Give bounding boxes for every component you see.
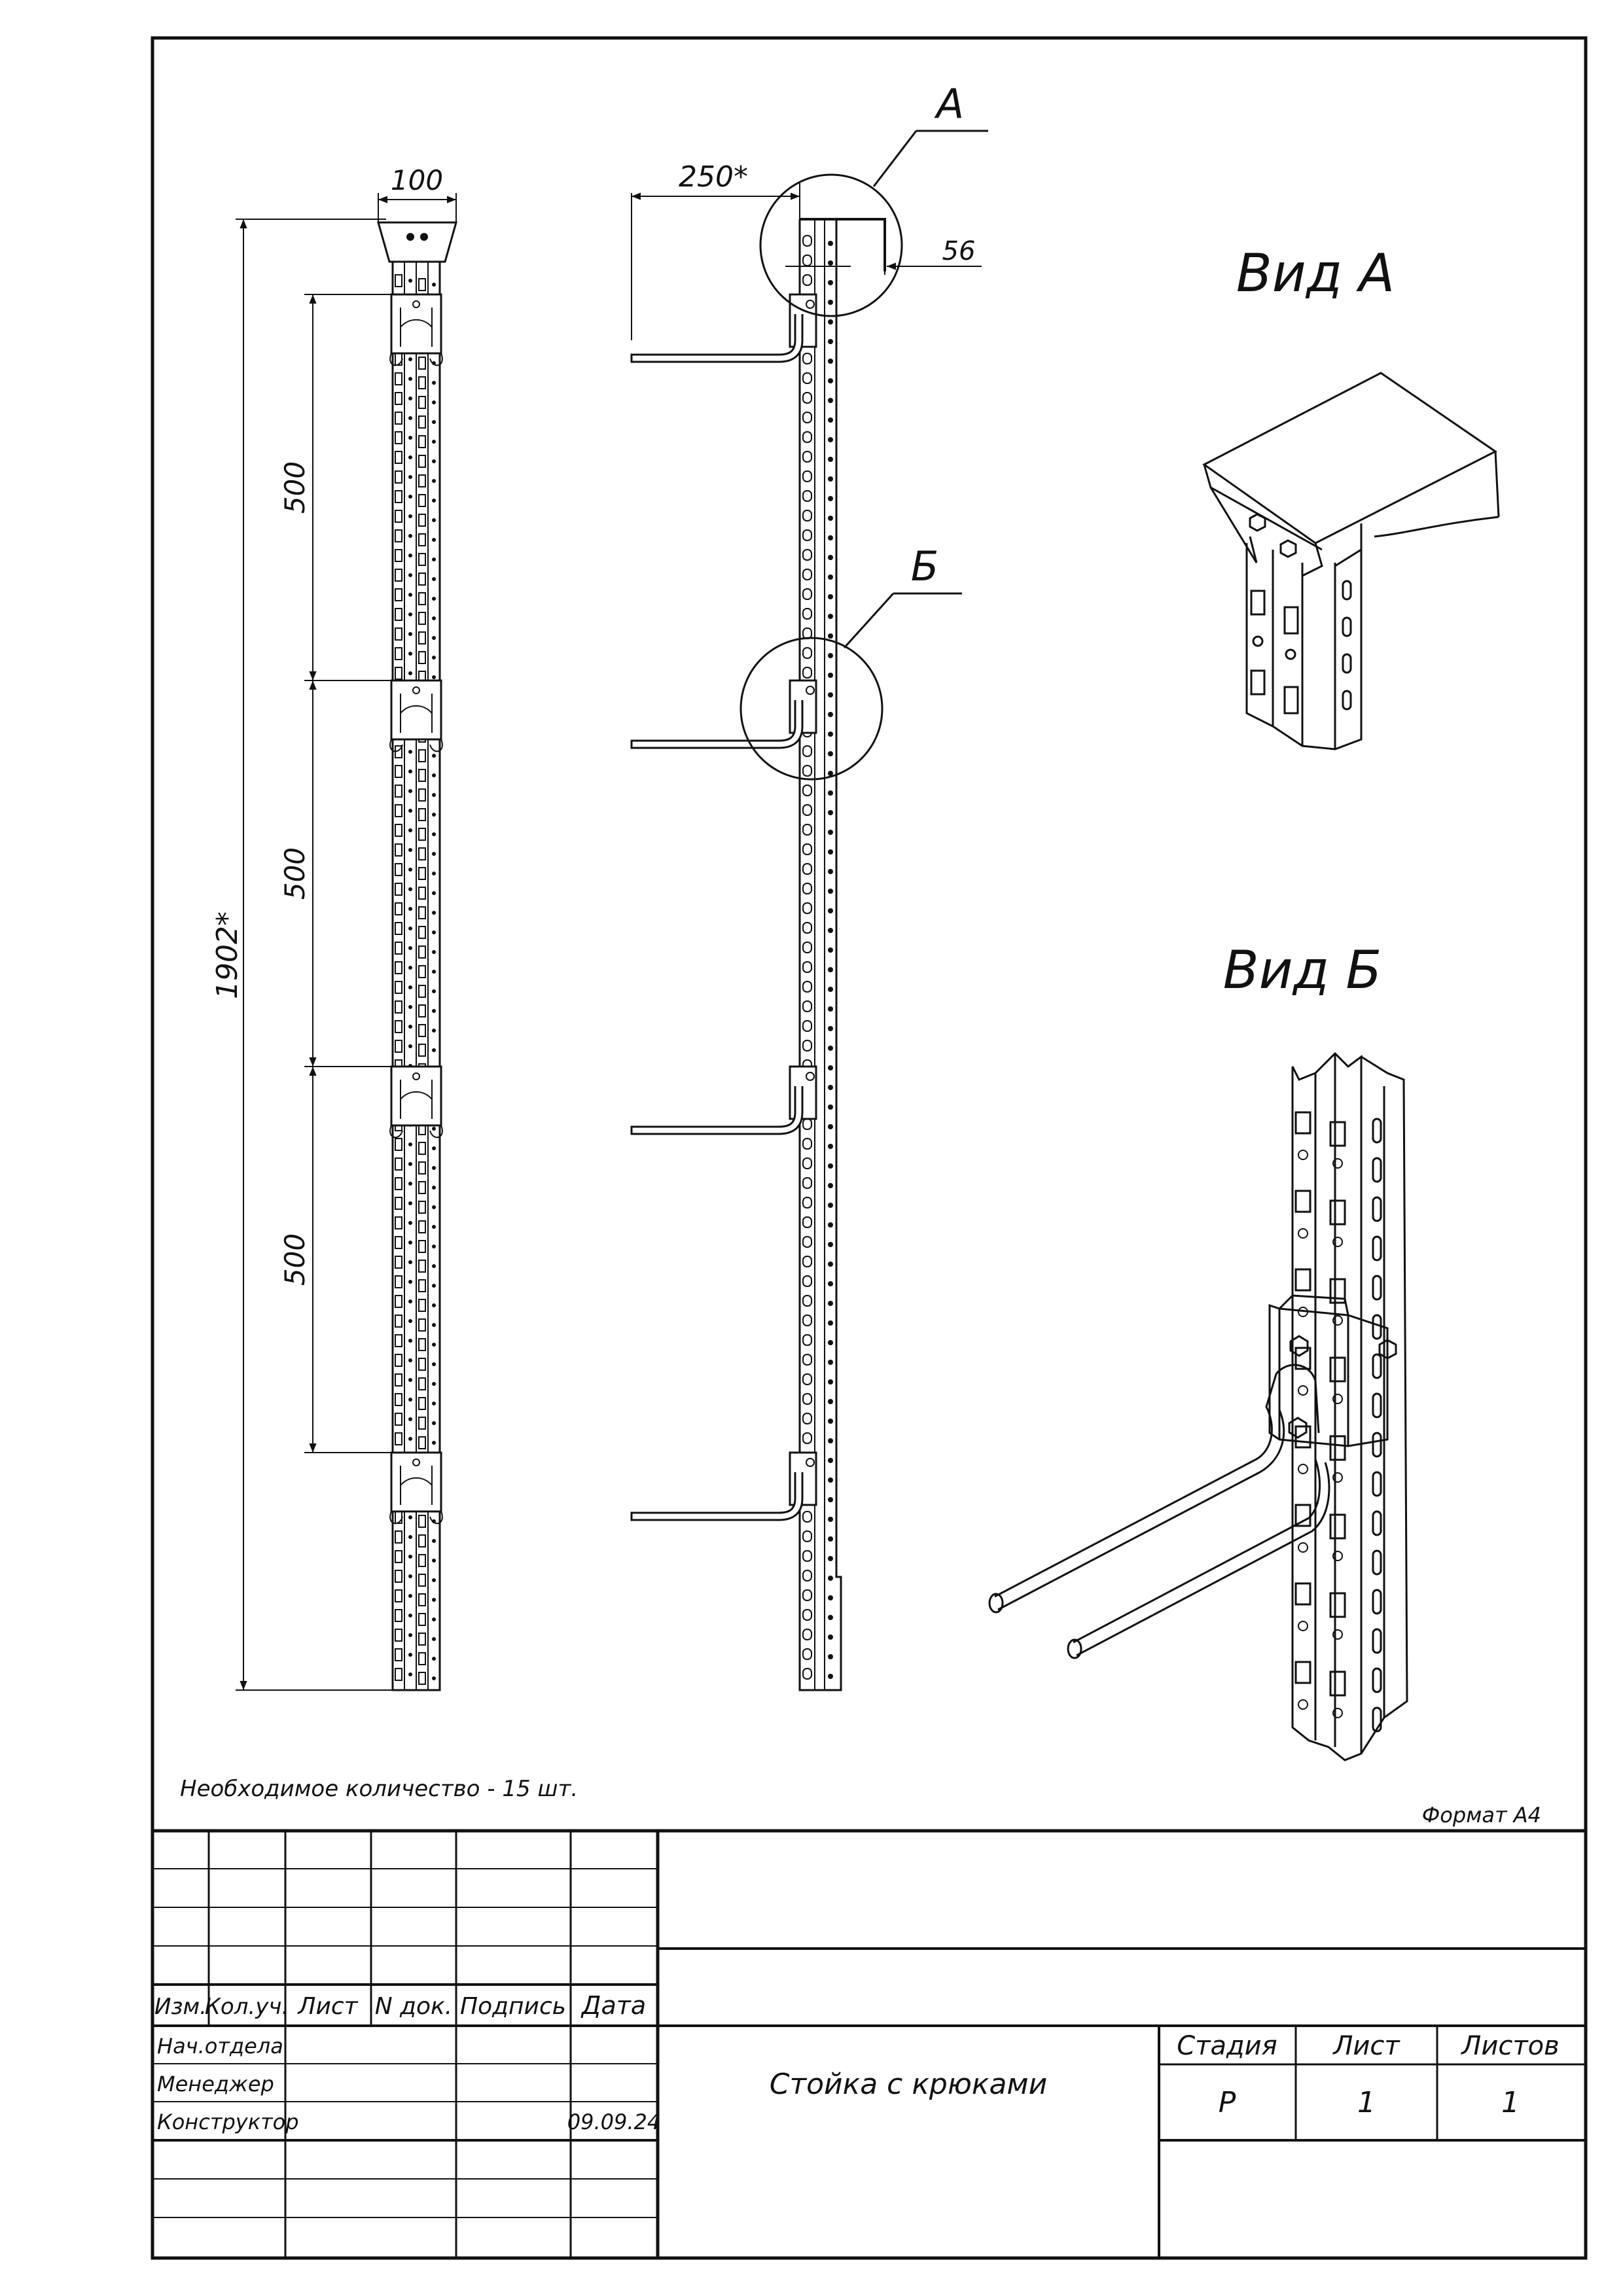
callout-b-label: Б [911,542,939,590]
role-manager: Менеджер [157,2072,274,2096]
side-view [630,218,886,1691]
stage-label: Стадия [1177,2031,1277,2061]
drawing-frame [151,36,1588,2260]
col-header-izm: Изм. [154,1994,207,2020]
role-designer: Конструктор [157,2110,299,2134]
col-header-kol-uch: Кол.уч. [205,1994,289,2020]
view-b-title: Вид Б [1223,940,1382,1000]
title-block [152,1829,1586,2258]
sheet-label: Лист [1332,2031,1400,2061]
designer-date: 09.09.24 [567,2110,661,2134]
col-header-podpis: Подпись [460,1993,566,2020]
dim-spacing-3: 500 [279,1233,311,1286]
role-head-of-dept: Нач.отдела [157,2034,283,2058]
front-dimensions [236,193,457,1691]
callout-a-label: А [934,80,964,128]
sheets-value: 1 [1501,2086,1520,2119]
callout-b-marker [740,592,962,781]
dim-hook-reach: 250* [679,160,748,194]
dim-spacing-1: 500 [279,461,311,514]
sheet-value: 1 [1357,2086,1376,2119]
drawing-title: Стойка с крюками [770,2068,1047,2101]
callout-a-marker [759,130,988,317]
dim-top-cap: 56 [942,236,976,266]
dim-spacing-2: 500 [279,847,311,900]
dim-width-top: 100 [391,164,443,196]
view-b-illustration [988,1051,1408,1761]
col-header-n-dok: N док. [375,1993,452,2020]
quantity-note: Необходимое количество - 15 шт. [180,1776,578,1802]
dim-total-height: 1902* [211,911,244,999]
view-a-title: Вид А [1236,243,1395,304]
col-header-data: Дата [580,1991,646,2020]
stage-value: Р [1219,2086,1236,2119]
view-a-illustration [1202,372,1500,751]
col-header-list: Лист [296,1993,358,2020]
side-dimensions [631,183,982,340]
format-note: Формат А4 [1422,1803,1541,1828]
front-view [377,221,457,1691]
sheets-label: Листов [1460,2031,1559,2061]
